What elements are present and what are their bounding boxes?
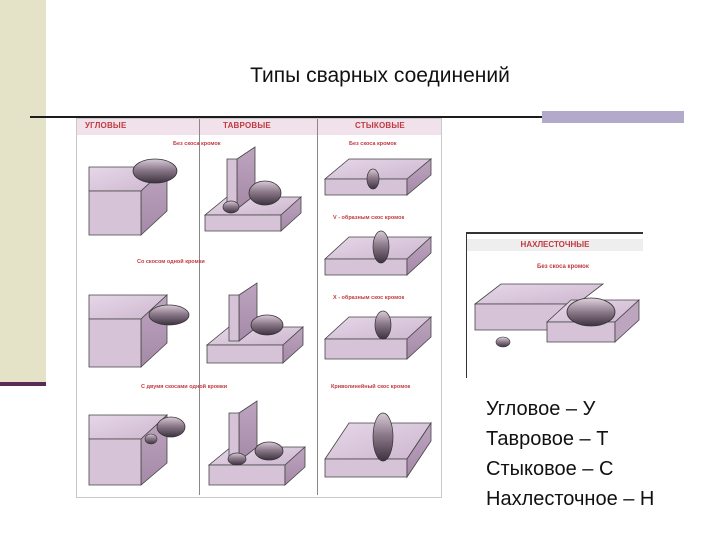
sublabel-no-bevel-butt: Без скоса кромок bbox=[349, 141, 397, 147]
tee-joint-no-bevel bbox=[203, 146, 303, 232]
corner-joint-double-bevel bbox=[88, 414, 186, 486]
joint-drawings bbox=[88, 146, 433, 486]
welded-joints-illustration: УГЛОВЫЕ ТАВРОВЫЕ СТЫКОВЫЕ Без скоса кром… bbox=[76, 118, 442, 498]
tee-joint-double-bevel bbox=[207, 400, 307, 486]
header-tee: ТАВРОВЫЕ bbox=[223, 121, 271, 130]
sublabel-v-groove: V - образным скос кромок bbox=[333, 215, 405, 221]
overlap-joint-illustration: НАХЛЕСТОЧНЫЕ Без скоса кромок bbox=[466, 232, 643, 378]
header-overlap: НАХЛЕСТОЧНЫЕ bbox=[520, 240, 590, 249]
joint-type-legend: Угловое – У Тавровое – Т Стыковое – С На… bbox=[486, 394, 654, 514]
left-decor-line bbox=[0, 382, 46, 386]
inset-header-band bbox=[467, 239, 643, 251]
inset-top-border bbox=[467, 232, 643, 234]
legend-corner: Угловое – У bbox=[486, 398, 596, 420]
sublabel-x-groove: X - образным скос кромок bbox=[333, 295, 405, 301]
left-decor-band bbox=[0, 0, 46, 386]
sublabel-double-bevel: С двумя скосами одной кромки bbox=[141, 384, 228, 390]
slide-title: Типы сварных соединений bbox=[250, 64, 510, 87]
sublabel-curved-bevel: Криволинейный скос кромок bbox=[331, 384, 411, 390]
butt-joint-v-groove bbox=[323, 230, 433, 276]
title-rule bbox=[30, 116, 542, 118]
sublabel-no-bevel: Без скоса кромок bbox=[173, 141, 221, 147]
overlap-joint-drawing bbox=[473, 283, 641, 348]
column-divider bbox=[199, 119, 200, 495]
legend-butt: Стыковое – С bbox=[486, 458, 614, 480]
legend-overlap: Нахлесточное – Н bbox=[486, 488, 655, 510]
column-divider bbox=[317, 119, 318, 495]
butt-joint-curved-bevel bbox=[324, 412, 432, 479]
butt-joint-x-groove bbox=[323, 310, 433, 360]
legend-tee: Тавровое – Т bbox=[486, 428, 609, 450]
corner-joint-single-bevel bbox=[88, 294, 190, 368]
header-corner: УГЛОВЫЕ bbox=[85, 121, 127, 130]
sublabel-single-bevel: Со скосом одной кромки bbox=[137, 259, 205, 265]
title-accent-bar bbox=[542, 111, 684, 123]
tee-joint-single-bevel bbox=[205, 282, 305, 364]
header-butt: СТЫКОВЫЕ bbox=[355, 121, 405, 130]
corner-joint-no-bevel bbox=[88, 158, 178, 236]
sublabel-overlap-no-bevel: Без скоса кромок bbox=[537, 264, 589, 270]
illustration-header-band bbox=[77, 119, 441, 135]
butt-joint-no-bevel bbox=[323, 158, 433, 196]
